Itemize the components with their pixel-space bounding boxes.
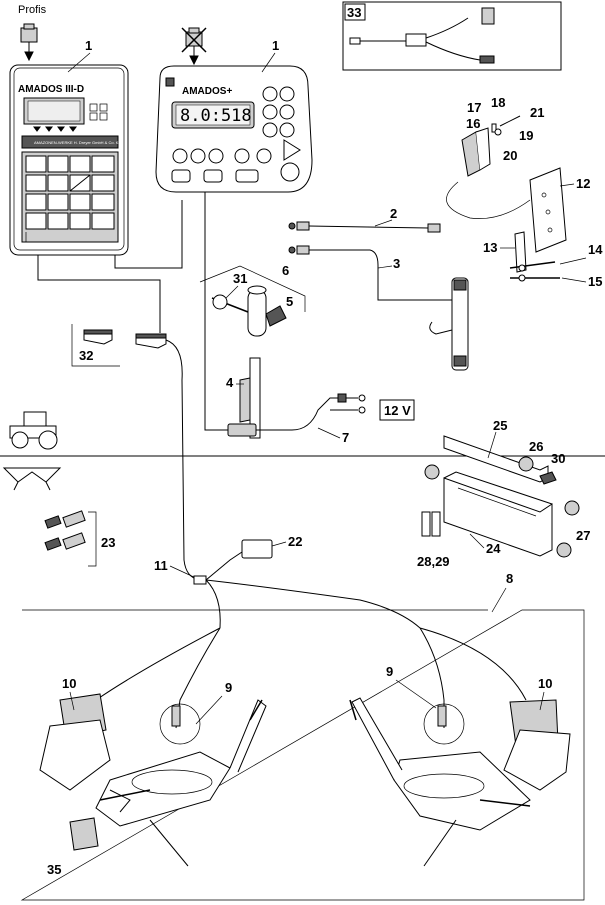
profis-label: Profis [18,4,47,16]
callout-32: 32 [79,348,93,363]
callout-26: 26 [529,439,543,454]
plugs-23 [44,510,86,551]
plug-icon [20,23,38,62]
callout-31: 31 [233,271,247,286]
callout-35: 35 [47,862,61,877]
left-spreader [39,627,267,867]
callout-12: 12 [576,176,590,191]
callout-10a: 10 [62,676,76,691]
callout-18: 18 [491,95,505,110]
crossed-plug-icon [181,27,207,66]
part-33-box [342,1,562,71]
callout-6: 6 [282,263,289,278]
amados-iii-d-terminal: AMADOS III-D AMAZONEN-WERKE H. Dreyer Gm… [9,64,129,256]
maker-label: AMAZONEN-WERKE H. Dreyer GmbH & Co. KG [34,140,122,145]
callout-16: 16 [466,116,480,131]
callout-27: 27 [576,528,590,543]
callout-19: 19 [519,128,533,143]
brackets-28-29 [421,511,441,537]
callout-22: 22 [288,534,302,549]
callout-11: 11 [154,558,168,573]
callout-23: 23 [101,535,115,550]
callout-15: 15 [588,274,602,289]
callout-8: 8 [506,571,513,586]
cable-3-sensor [288,245,469,371]
grommets [424,456,580,558]
voltage-label: 12 V [384,403,411,418]
callout-4: 4 [226,375,234,390]
callout-1a: 1 [85,38,92,53]
spreader-icon [2,467,62,491]
amados-plus-brand: AMADOS+ [182,86,232,97]
plate-12 [529,167,567,253]
pillar-4 [227,357,261,439]
bracket-16 [461,115,521,177]
callout-28-29: 28,29 [417,554,450,569]
callout-3: 3 [393,256,400,271]
frame-24 [443,471,553,557]
callout-9a: 9 [225,680,232,695]
callout-13: 13 [483,240,497,255]
bag-35 [69,817,99,851]
tube-mount-6 [211,285,287,337]
power-cable-7 [256,393,366,431]
strap-13 [514,231,527,273]
display-value: 8.0:518 [180,106,252,126]
part-33-cable [349,7,495,64]
cable-2 [288,221,441,233]
callout-21: 21 [530,105,544,120]
battery-12v [379,399,415,421]
bolts-14-15 [509,261,560,282]
callout-9b: 9 [386,664,393,679]
connector-32 [83,329,113,345]
callout-2: 2 [390,206,397,221]
amados3-brand: AMADOS III-D [18,84,84,95]
connector-harness [135,333,167,349]
callout-7: 7 [342,430,349,445]
callout-14: 14 [588,242,603,257]
callout-5: 5 [286,294,293,309]
callout-20: 20 [503,148,517,163]
callout-33: 33 [347,5,361,20]
junction-box-22 [241,539,273,559]
right-spreader [349,627,571,867]
callout-25: 25 [493,418,507,433]
callout-24: 24 [486,541,501,556]
amados-plus-terminal: AMADOS+ 8.0:518 [155,65,313,193]
tractor-icon [9,411,58,450]
callout-30: 30 [551,451,565,466]
callout-1b: 1 [272,38,279,53]
callout-17: 17 [467,100,481,115]
callout-10b: 10 [538,676,552,691]
